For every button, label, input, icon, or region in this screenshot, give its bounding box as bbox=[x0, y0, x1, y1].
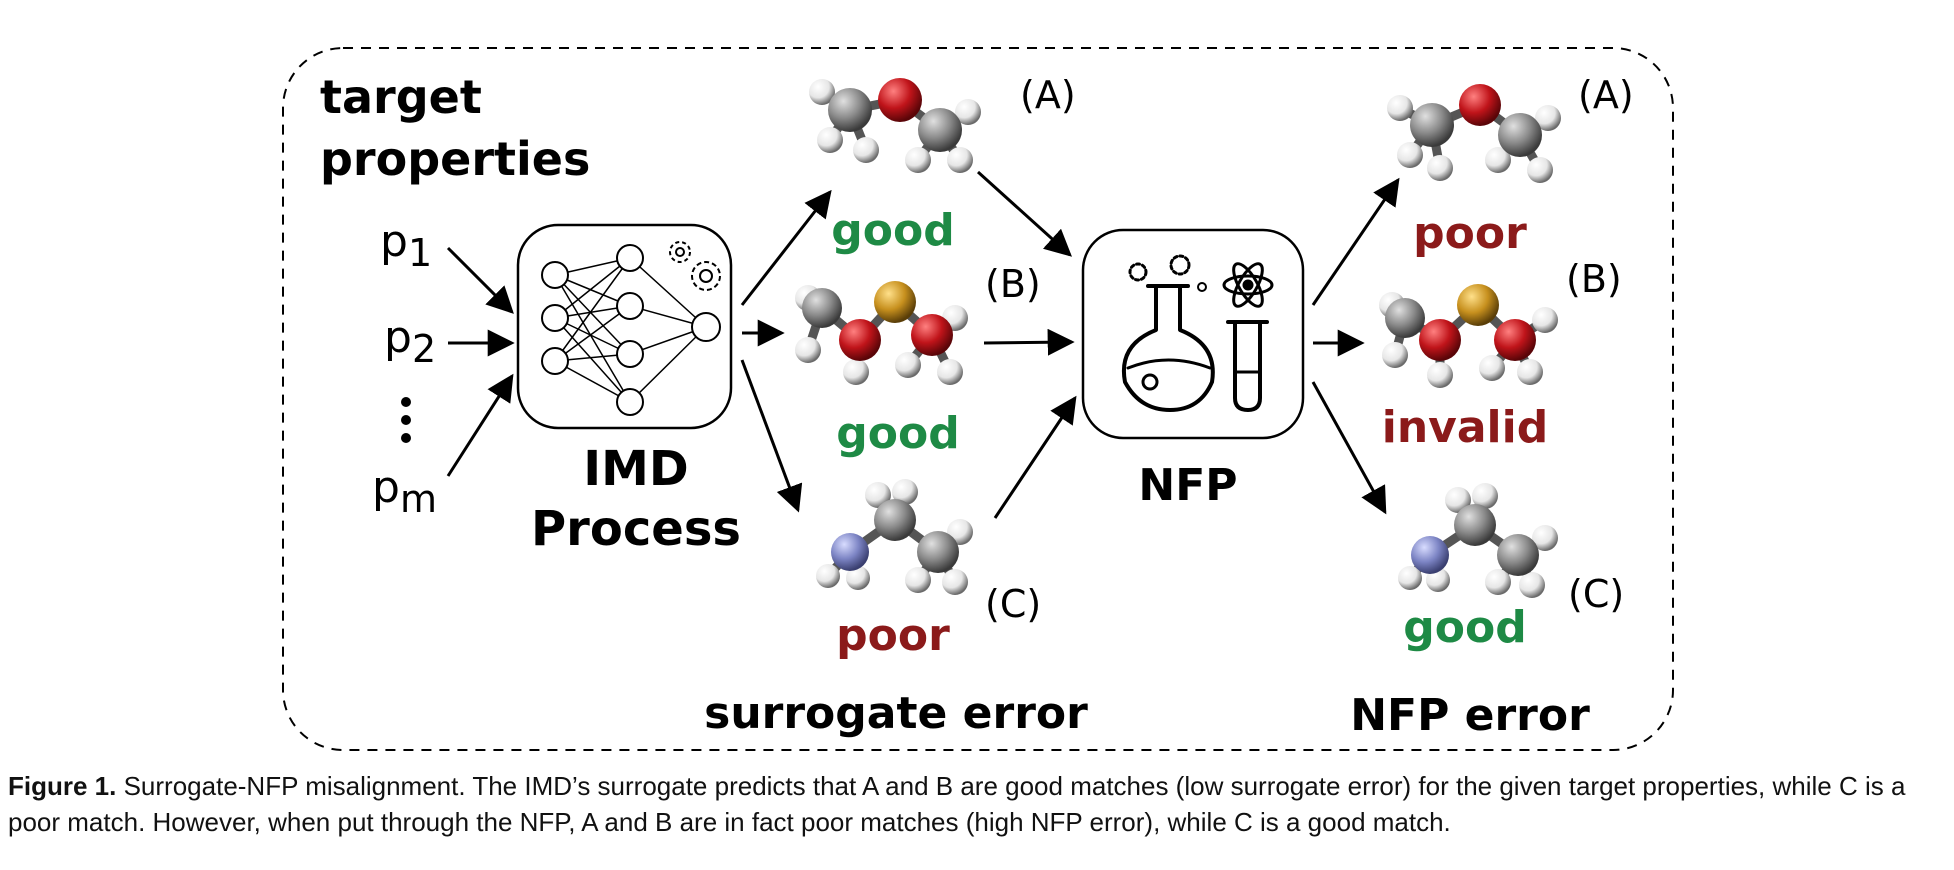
molecule-a-surrogate-rating: good bbox=[831, 205, 954, 256]
molecule-b-surrogate-rating: good bbox=[836, 408, 959, 459]
molecule-a-surrogate-id: (A) bbox=[1020, 73, 1076, 117]
imd-box bbox=[516, 223, 733, 430]
imd-label-line2: Process bbox=[531, 501, 741, 557]
imd-label-line1: IMD bbox=[583, 441, 688, 497]
property-p1: p 1 bbox=[380, 216, 432, 275]
nfp-output-arrows bbox=[1311, 177, 1400, 515]
molecule-a-nfp-id: (A) bbox=[1578, 73, 1634, 117]
molecule-c-nfp-id: (C) bbox=[1568, 572, 1624, 616]
molecule-a-surrogate bbox=[809, 78, 981, 173]
surrogate-error-label: surrogate error bbox=[704, 688, 1088, 739]
nfp-box bbox=[1081, 228, 1305, 440]
svg-text:p: p bbox=[372, 462, 400, 513]
nfp-error-label: NFP error bbox=[1350, 690, 1590, 741]
molecule-b-nfp-rating: invalid bbox=[1382, 402, 1548, 453]
molecule-b-surrogate-id: (B) bbox=[985, 262, 1041, 306]
test-tube-icon bbox=[1226, 320, 1269, 413]
svg-text:2: 2 bbox=[412, 327, 436, 371]
molecule-c-nfp bbox=[1398, 483, 1558, 598]
vertical-ellipsis-icon bbox=[401, 397, 411, 443]
svg-text:p: p bbox=[380, 216, 408, 267]
molecule-c-surrogate bbox=[816, 479, 973, 595]
svg-text:1: 1 bbox=[408, 231, 432, 275]
property-p2: p 2 bbox=[384, 312, 436, 371]
figure-caption: Figure 1. Surrogate-NFP misalignment. Th… bbox=[8, 768, 1948, 840]
molecule-c-surrogate-id: (C) bbox=[985, 582, 1041, 626]
property-pm: p m bbox=[372, 462, 437, 521]
neural-network-icon bbox=[541, 244, 721, 416]
nfp-input-arrows bbox=[976, 170, 1077, 519]
molecule-a-nfp bbox=[1387, 84, 1561, 183]
molecule-c-nfp-rating: good bbox=[1403, 602, 1526, 653]
molecule-a-nfp-rating: poor bbox=[1413, 208, 1527, 259]
dashed-frame bbox=[282, 47, 1674, 751]
svg-text:m: m bbox=[400, 477, 437, 521]
svg-text:p: p bbox=[384, 312, 412, 363]
nfp-label: NFP bbox=[1138, 460, 1237, 511]
imd-output-arrows bbox=[740, 189, 832, 513]
molecule-b-surrogate bbox=[795, 281, 968, 385]
atom-icon bbox=[1222, 262, 1274, 308]
target-properties-title-line2: properties bbox=[320, 132, 590, 186]
caption-label: Figure 1. bbox=[8, 771, 117, 801]
gears-icon bbox=[669, 241, 721, 291]
input-arrows bbox=[446, 246, 515, 477]
target-properties-title: target bbox=[320, 70, 482, 124]
caption-text: Surrogate-NFP misalignment. The IMD’s su… bbox=[8, 771, 1906, 837]
molecule-b-nfp-id: (B) bbox=[1566, 257, 1622, 301]
flask-icon bbox=[1122, 254, 1215, 412]
molecule-c-surrogate-rating: poor bbox=[836, 610, 950, 661]
molecule-b-nfp bbox=[1379, 284, 1558, 388]
